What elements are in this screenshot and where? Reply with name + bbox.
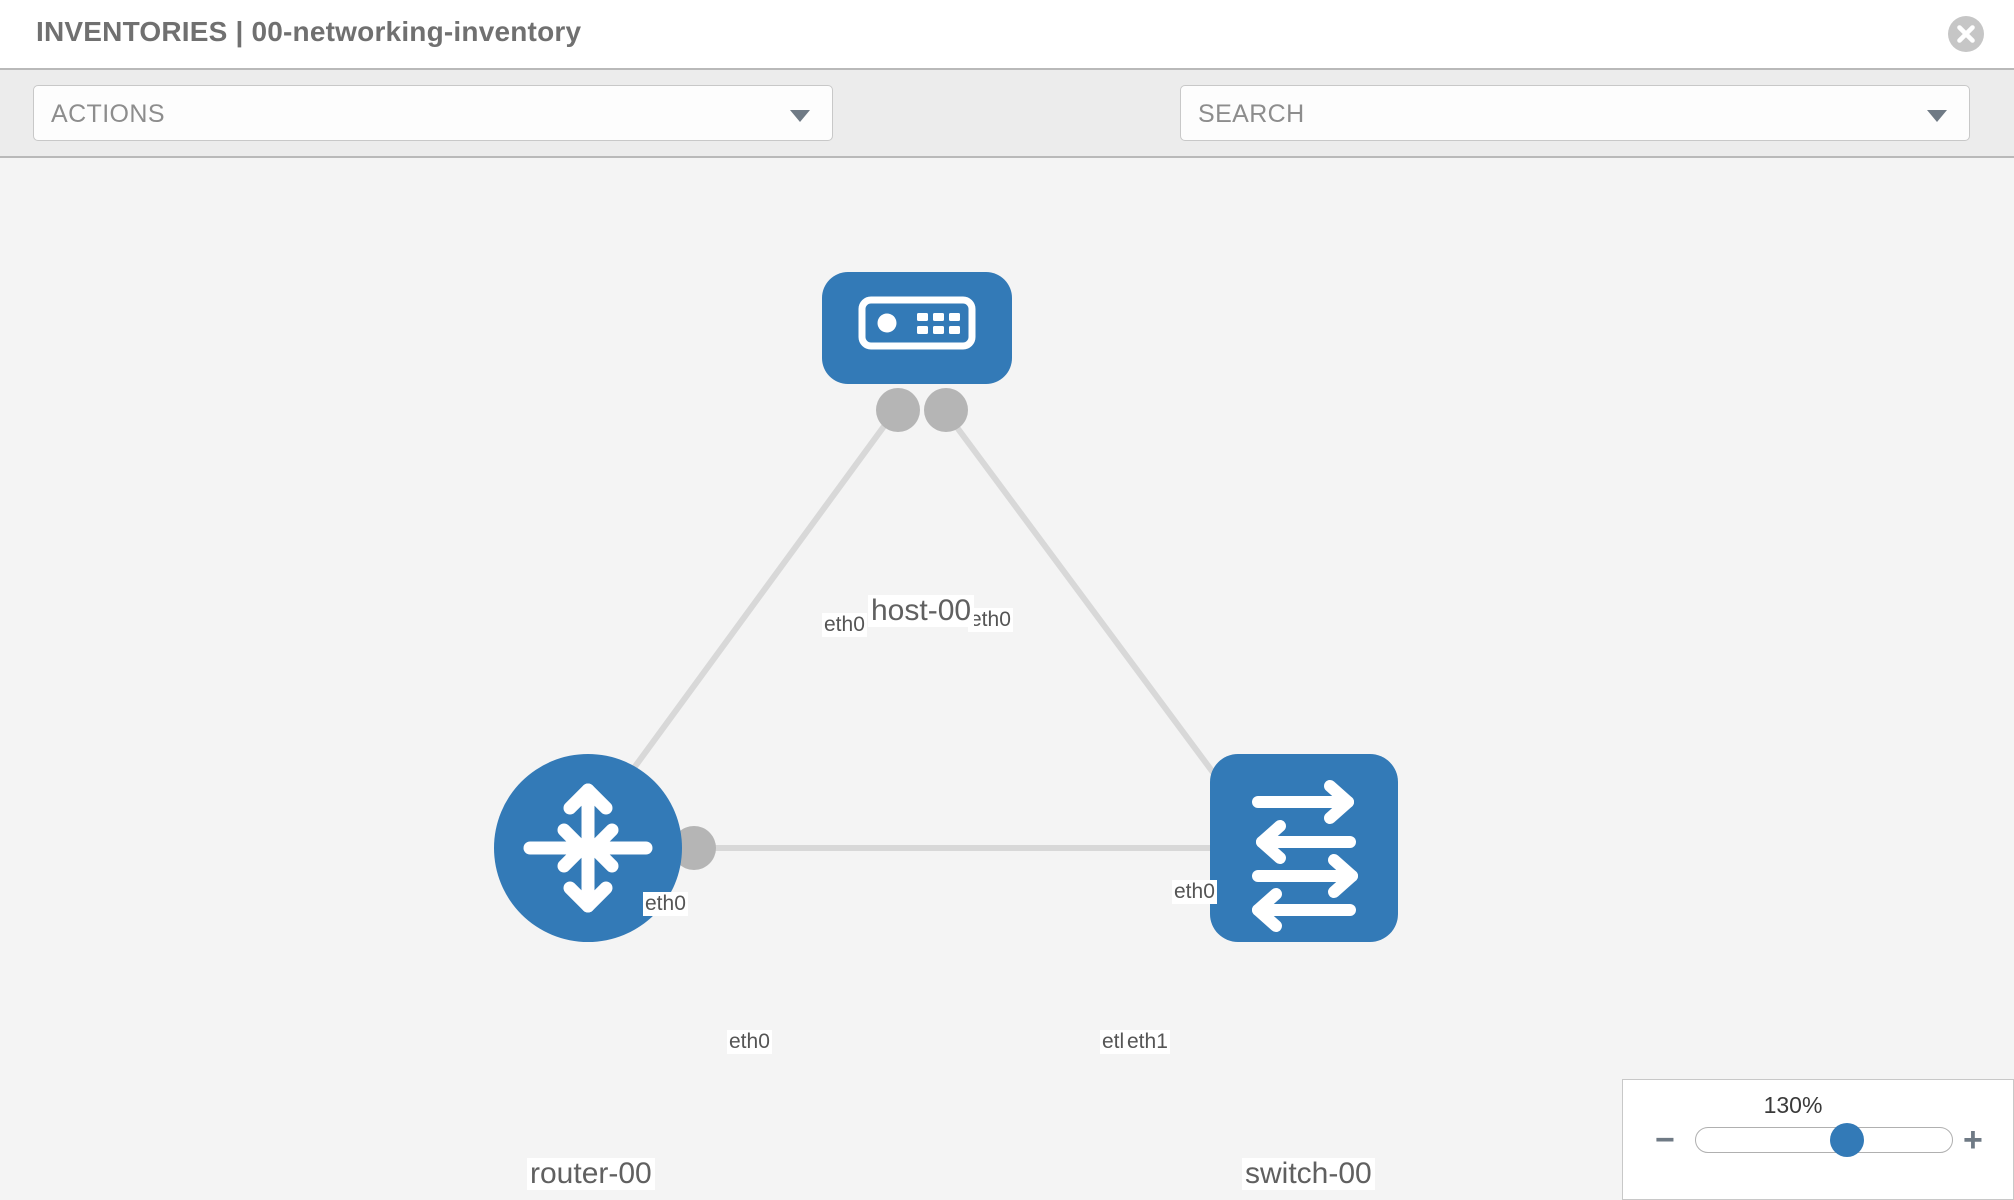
close-icon[interactable]	[1948, 16, 1984, 52]
page-header: INVENTORIES | 00-networking-inventory	[0, 0, 2014, 68]
node-host-00[interactable]	[822, 272, 1012, 384]
toolbar: ACTIONS SEARCH	[0, 68, 2014, 197]
port-host-right	[924, 388, 968, 432]
actions-dropdown-label: ACTIONS	[51, 100, 165, 128]
edge-label-router-right: eth0	[727, 1030, 772, 1055]
port-markers	[672, 388, 1260, 870]
search-input[interactable]: SEARCH	[1180, 85, 1970, 141]
node-switch-00[interactable]	[1210, 754, 1398, 942]
topology-graph	[494, 272, 1398, 942]
chevron-down-icon	[1927, 110, 1947, 122]
node-label-host-00: host-00	[868, 595, 975, 627]
node-label-router-00: router-00	[527, 1158, 655, 1190]
port-host-left	[876, 388, 920, 432]
topology-canvas[interactable]: eth0 eth0 host-00 eth0 eth0 eth0 etl eth…	[0, 158, 2014, 1200]
chevron-down-icon	[790, 110, 810, 122]
edge-host-switch	[947, 416, 1235, 800]
node-router-00[interactable]	[494, 754, 682, 942]
edge-label-host-right: eth0	[968, 608, 1013, 633]
zoom-in-button[interactable]: +	[1963, 1121, 1983, 1159]
zoom-percent-label: 130%	[1763, 1092, 1823, 1118]
edge-label-switch-left: eth1	[1125, 1030, 1170, 1055]
edge-label-host-left: eth0	[822, 613, 867, 638]
edge-label-switch-up: eth0	[1172, 880, 1217, 905]
actions-dropdown[interactable]: ACTIONS	[33, 85, 833, 141]
page-title: INVENTORIES | 00-networking-inventory	[36, 16, 582, 47]
edge-host-router	[609, 416, 893, 800]
zoom-slider[interactable]	[1695, 1123, 1953, 1157]
port-router-right	[672, 826, 716, 870]
zoom-out-button[interactable]: −	[1655, 1121, 1675, 1159]
zoom-slider-handle[interactable]	[1830, 1123, 1864, 1157]
edge-label-switch-left-overlap: etl	[1100, 1030, 1127, 1055]
node-label-switch-00: switch-00	[1242, 1158, 1375, 1190]
search-input-value: SEARCH	[1198, 100, 1305, 128]
zoom-control-panel: 130% − +	[1622, 1079, 2014, 1200]
edge-label-router-up: eth0	[643, 892, 688, 917]
